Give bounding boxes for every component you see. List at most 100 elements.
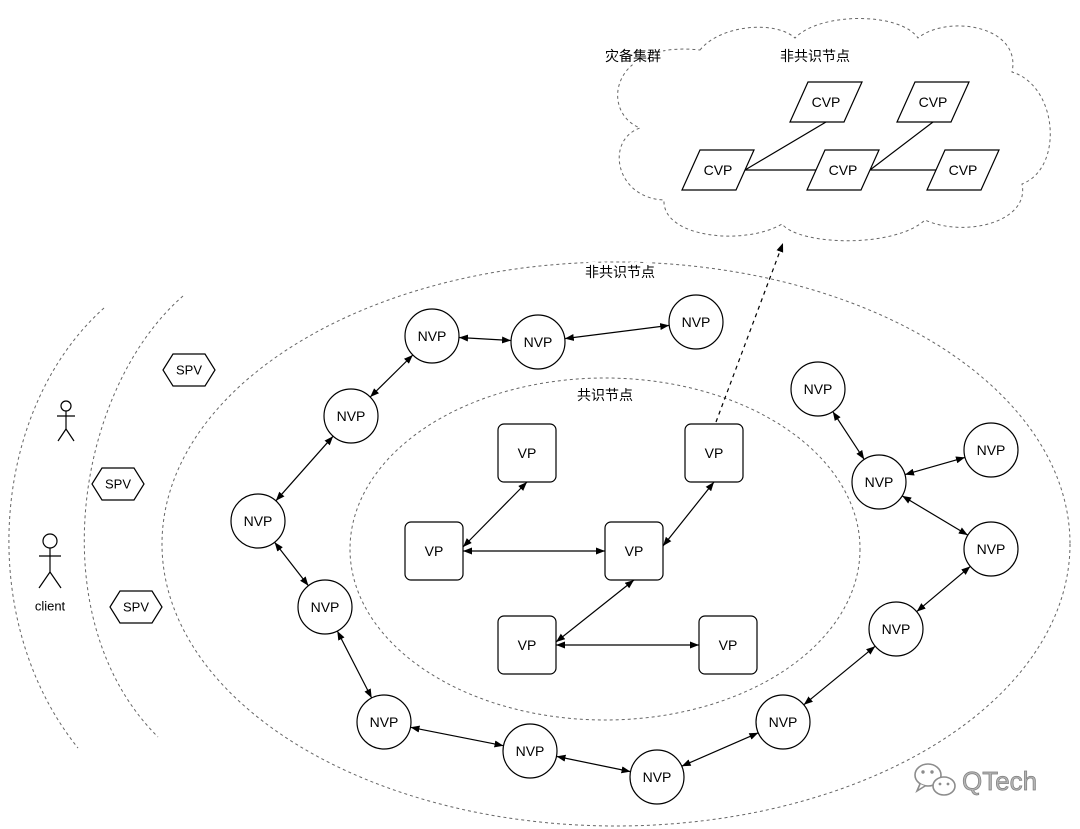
vp-label: VP [705,445,724,461]
nvp-circle [510,314,566,370]
vp-node-5: VP [497,615,557,675]
nvp-circle [323,388,379,444]
nvp-link-12-13 [901,495,969,536]
nvp-circle [629,749,685,805]
cvp-parallelogram [896,81,970,123]
person-left-leg [57,428,67,442]
cvp-node-3: CVP [681,149,755,191]
cvp-label: CVP [919,94,948,110]
nvp-circle [755,694,811,750]
wechat-eye [930,770,934,774]
nvp-circle [851,454,907,510]
person-head [60,400,72,412]
vp-link-5-4 [555,579,635,643]
wechat-icon [914,763,956,796]
vp-label: VP [518,637,537,653]
nvp-node-15: NVP [790,361,846,417]
nvp-circle [868,601,924,657]
nvp-node-4: NVP [323,388,379,444]
consensus-zone-boundary [349,377,861,721]
spv-hexagon [109,590,163,624]
wechat-eye [921,770,925,774]
nvp-label: NVP [865,474,894,490]
nvp-label: NVP [337,408,366,424]
vp-node-2: VP [684,423,744,483]
vp-box [684,423,744,483]
nvp-node-3: NVP [668,294,724,350]
wechat-eye [946,782,950,786]
cvp-label: CVP [949,162,978,178]
nvp-link-11-12 [916,565,971,613]
nvp-circle [790,361,846,417]
nvp-link-10-11 [803,645,876,706]
nvp-node-10: NVP [755,694,811,750]
client-person-icon [38,533,62,589]
person-head [42,533,58,549]
zone-boundaries [8,18,1071,827]
vp-node-6: VP [698,615,758,675]
vp-label: VP [719,637,738,653]
nvp-label: NVP [682,314,711,330]
nvp-link-9-10 [681,732,759,767]
cvp-node-5: CVP [926,149,1000,191]
nvp-link-8-9 [556,754,631,774]
nvp-label: NVP [516,743,545,759]
nvp-node-2: NVP [510,314,566,370]
spv-hexagon [91,467,145,501]
nvp-link-13-14 [904,456,966,476]
non-consensus-zone-boundary [161,261,1071,827]
spv-node-1: SPV [162,353,216,387]
user-person-icon [57,400,75,442]
nvp-node-9: NVP [629,749,685,805]
nvp-link-5-6 [274,541,309,587]
person-right-leg [49,571,62,589]
vp-box [698,615,758,675]
client-label: client [35,599,66,614]
vp-node-4: VP [604,521,664,581]
cvp-parallelogram [789,81,863,123]
cloud-subtitle: 非共识节点 [780,49,850,65]
cvp-link-3-1 [744,121,827,171]
nvp-node-12: NVP [963,521,1019,577]
cvp-node-1: CVP [789,81,863,123]
zone-labels: 灾备集群 非共识节点 非共识节点 共识节点 [574,45,853,407]
nvp-circle [668,294,724,350]
nvp-node-1: NVP [404,308,460,364]
wechat-bubble-small [932,776,956,796]
nvp-node-13: NVP [851,454,907,510]
nvp-node-5: NVP [230,493,286,549]
cvp-link-4-2 [869,121,934,171]
nvp-link-4-5 [275,435,334,502]
wechat-bubble-tail [915,783,926,794]
vp-link-3-1 [462,481,528,548]
left-dashed-arc-outer [8,307,105,749]
nvp-label: NVP [977,442,1006,458]
vp-label: VP [425,543,444,559]
person-right-leg [65,428,75,442]
vp-label: VP [625,543,644,559]
cvp-parallelogram [806,149,880,191]
spv-node-2: SPV [91,467,145,501]
nvp-label: NVP [524,334,553,350]
nvp-node-14: NVP [963,422,1019,478]
cvp-parallelogram [926,149,1000,191]
cvp-parallelogram [681,149,755,191]
nvp-node-7: NVP [356,694,412,750]
replication-dashed-arrow [715,242,784,423]
nvp-circle [404,308,460,364]
non-consensus-zone-label: 非共识节点 [585,265,655,281]
nvp-link-7-8 [410,725,504,748]
cvp-node-2: CVP [896,81,970,123]
nvp-node-11: NVP [868,601,924,657]
clients: client [35,400,75,614]
nvp-label: NVP [643,769,672,785]
vp-link-4-2 [662,481,715,547]
watermark: QTech [914,763,1038,796]
nvp-node-6: NVP [297,579,353,635]
nvp-label: NVP [244,513,273,529]
person-left-leg [38,571,51,589]
watermark-text: QTech [962,766,1037,796]
nvp-link-2-3 [564,323,670,341]
vp-box [404,521,464,581]
left-dashed-arc-inner [83,295,184,738]
